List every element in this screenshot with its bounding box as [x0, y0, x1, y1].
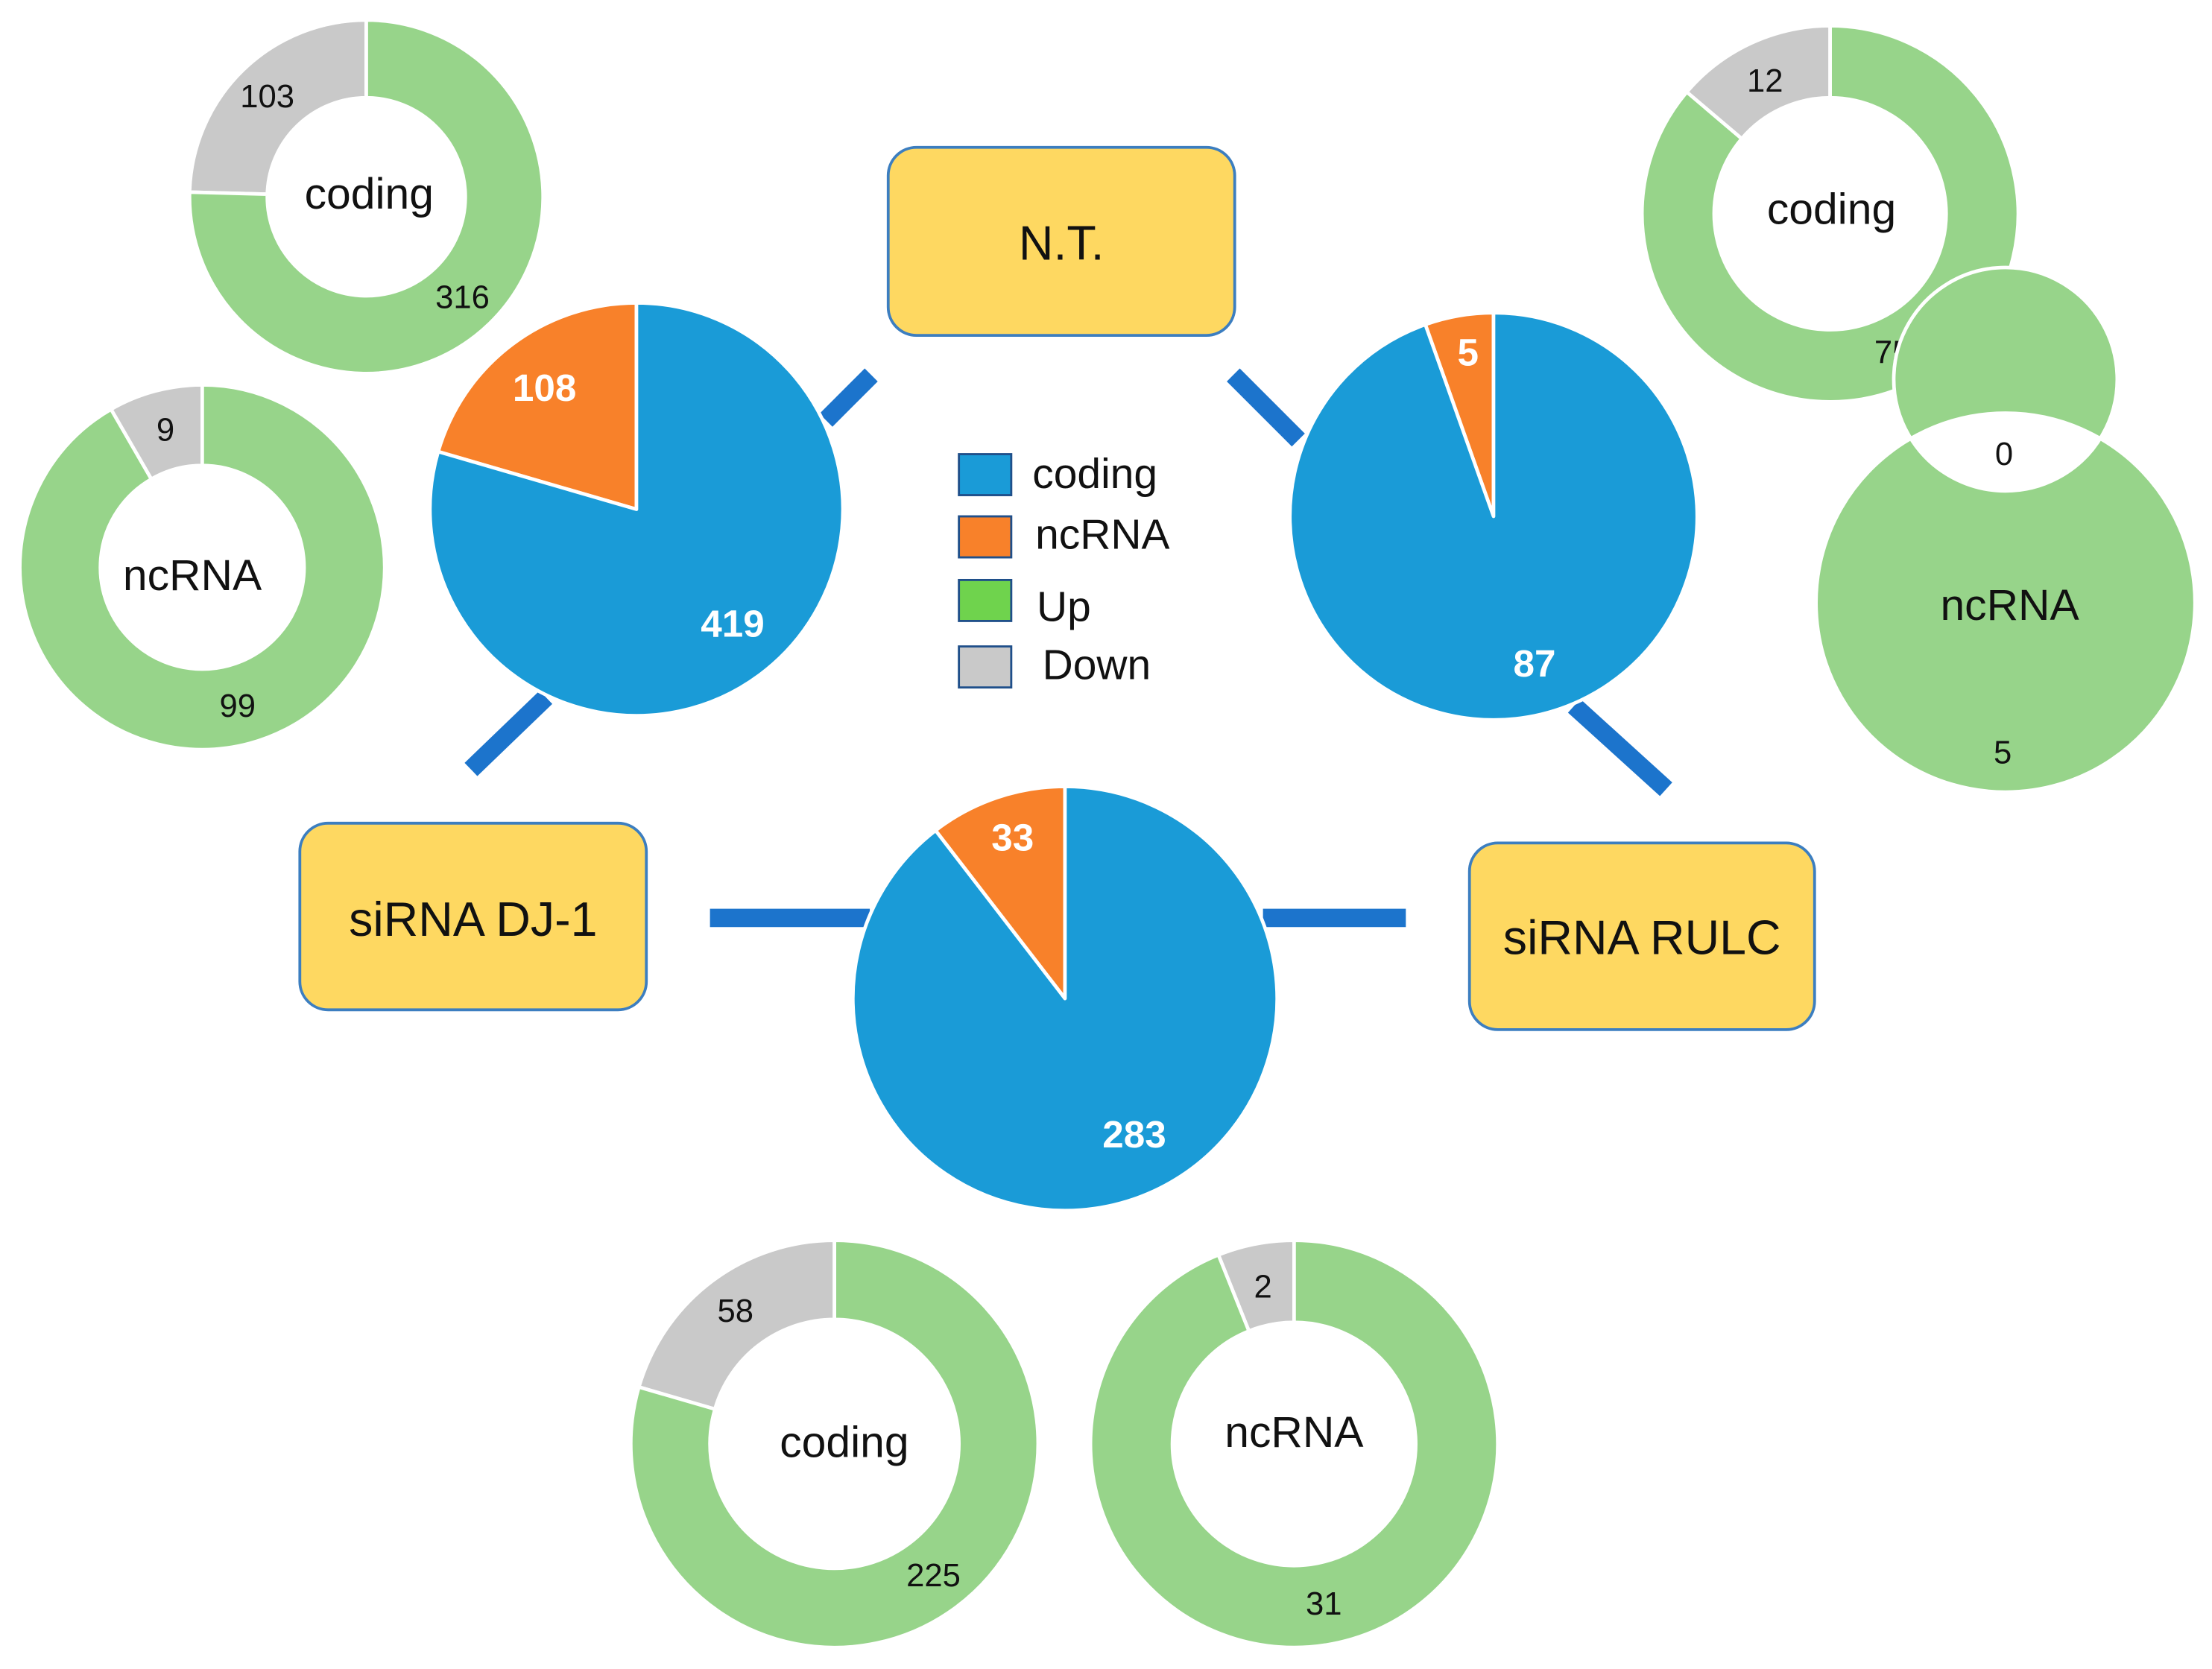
slice-up: [187, 18, 546, 376]
data-label-coding: 87: [1514, 642, 1556, 685]
box-nt-label: N.T.: [1019, 217, 1105, 270]
charts-layer: 10841958733283103316coding999ncRNA1275co…: [18, 18, 2197, 1650]
data-label-down: 12: [1747, 63, 1783, 99]
connector-bar-4: [1567, 699, 1672, 797]
data-label-up: 31: [1306, 1586, 1342, 1622]
data-label-coding: 419: [701, 603, 764, 645]
slice-coding: [1288, 311, 1699, 722]
data-label-up: 5: [1994, 734, 2012, 770]
data-label-down: 2: [1254, 1269, 1272, 1305]
slice-down: [636, 1238, 837, 1411]
donut-center-label: ncRNA: [1224, 1408, 1364, 1457]
legend-item-coding: coding: [958, 450, 1157, 498]
donut-chart-8: 58 225 coding: [629, 1238, 1040, 1650]
box-rulc-rect: [1467, 841, 1816, 1031]
connector-bar-1: [819, 368, 878, 427]
data-label-down: 58: [718, 1293, 754, 1329]
donut-center-label: ncRNA: [1940, 581, 2079, 630]
box-dj1: siRNA DJ-1: [298, 821, 648, 1012]
box-dj1-rect: [298, 821, 648, 1012]
slice-up: [18, 383, 387, 752]
legend-item-down: Down: [958, 641, 1151, 689]
donut-center-label: ncRNA: [123, 551, 262, 600]
donut-center-label: coding: [780, 1419, 908, 1467]
data-label-coding: 283: [1102, 1113, 1166, 1156]
connectors: [464, 368, 1672, 928]
legend-item-ncrna: ncRNA: [958, 511, 1169, 559]
slice-coding: [851, 785, 1279, 1213]
pie-chart-3: 33 283: [851, 785, 1279, 1213]
donut-chart-4: 103 316 coding: [187, 18, 546, 376]
legend-label: Down: [1043, 641, 1151, 688]
data-label-down: 0: [1995, 436, 2013, 472]
legend-label: Up: [1037, 583, 1091, 630]
legend-label: ncRNA: [1035, 511, 1169, 559]
slice-coding: [428, 301, 845, 718]
legend-label: coding: [1032, 450, 1157, 498]
legend-swatch: [958, 515, 1013, 559]
connector-bar-2: [464, 691, 553, 776]
data-label-ncrna: 108: [513, 367, 576, 409]
donut-chart-7: 0 5 ncRNA: [1814, 265, 2197, 794]
legend-swatch: [958, 578, 1013, 622]
box-rulc: siRNA RULC: [1467, 841, 1816, 1031]
legend-item-up: Up: [958, 578, 1091, 630]
box-dj1-label: siRNA DJ-1: [349, 893, 597, 946]
slice-down: [188, 18, 368, 197]
donut-center-label: coding: [305, 170, 434, 218]
data-label-up: 316: [435, 279, 490, 315]
box-rulc-label: siRNA RULC: [1503, 911, 1781, 965]
box-nt-rect: [886, 145, 1236, 338]
pie-chart-2: 5 87: [1288, 311, 1699, 722]
slice-up: [1814, 265, 2197, 794]
donut-chart-9: 2 31 ncRNA: [1088, 1238, 1500, 1650]
slice-ncrna: [436, 301, 639, 511]
box-nt: N.T.: [886, 145, 1236, 338]
data-label-ncrna: 5: [1458, 331, 1479, 373]
data-label-up: 225: [906, 1557, 961, 1594]
slice-ncrna: [933, 785, 1067, 1001]
data-label-down: 103: [240, 78, 294, 115]
data-label-down: 9: [157, 412, 174, 449]
legend-swatch: [958, 645, 1013, 689]
data-label-up: 99: [220, 688, 256, 724]
donut-center-label: coding: [1767, 186, 1896, 234]
slice-up: [629, 1238, 1040, 1650]
slice-up: [1088, 1238, 1500, 1650]
legend-swatch: [958, 453, 1013, 496]
connector-bar-3: [1227, 368, 1305, 447]
data-label-ncrna: 33: [991, 816, 1034, 858]
pie-chart-1: 108 419: [428, 301, 845, 718]
